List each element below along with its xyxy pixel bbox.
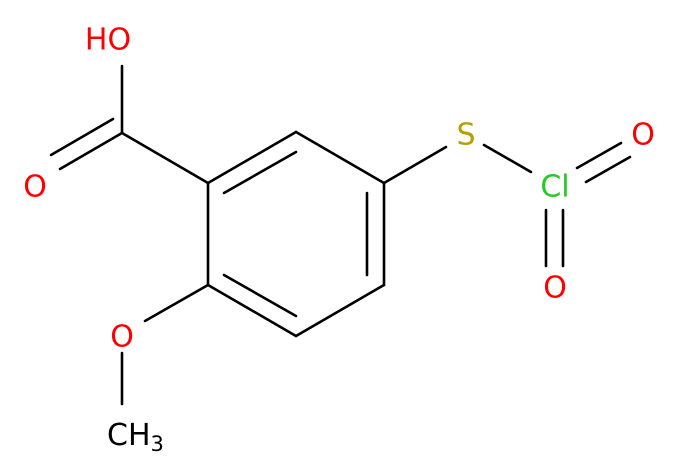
bond-carbonyl-2 (49, 117, 115, 157)
ring-bond-4 (206, 283, 298, 338)
bond-ring-carboxyl (120, 131, 210, 185)
bond-cl-o-top-2 (584, 155, 632, 184)
hydroxyl-label: HO (85, 23, 131, 58)
ring-bond-6-inner (222, 150, 298, 195)
bond-cl-o-top-1 (575, 141, 623, 170)
chlorine-label: Cl (540, 170, 569, 205)
bond-sulfur-chlorine (482, 143, 533, 174)
ring-bond-4-inner (222, 273, 298, 318)
cl-oxygen-bottom-label: O (543, 271, 567, 306)
carbonyl-oxygen-label: O (23, 170, 47, 205)
methyl-subscript: 3 (151, 432, 164, 456)
ring-bond-6 (206, 130, 298, 185)
sulfur-label: S (456, 118, 475, 153)
bond-ring-methoxy (143, 283, 210, 323)
ring-bond-1 (294, 130, 386, 185)
bond-carbonyl-1 (58, 131, 124, 171)
bond-ring-sulfur (382, 145, 448, 185)
ring-bond-3 (294, 283, 386, 338)
cl-oxygen-top-label: O (631, 118, 655, 153)
methyl-label: CH3 (107, 418, 164, 457)
methoxy-oxygen-label: O (110, 320, 134, 355)
methyl-c-label: CH (107, 418, 151, 453)
